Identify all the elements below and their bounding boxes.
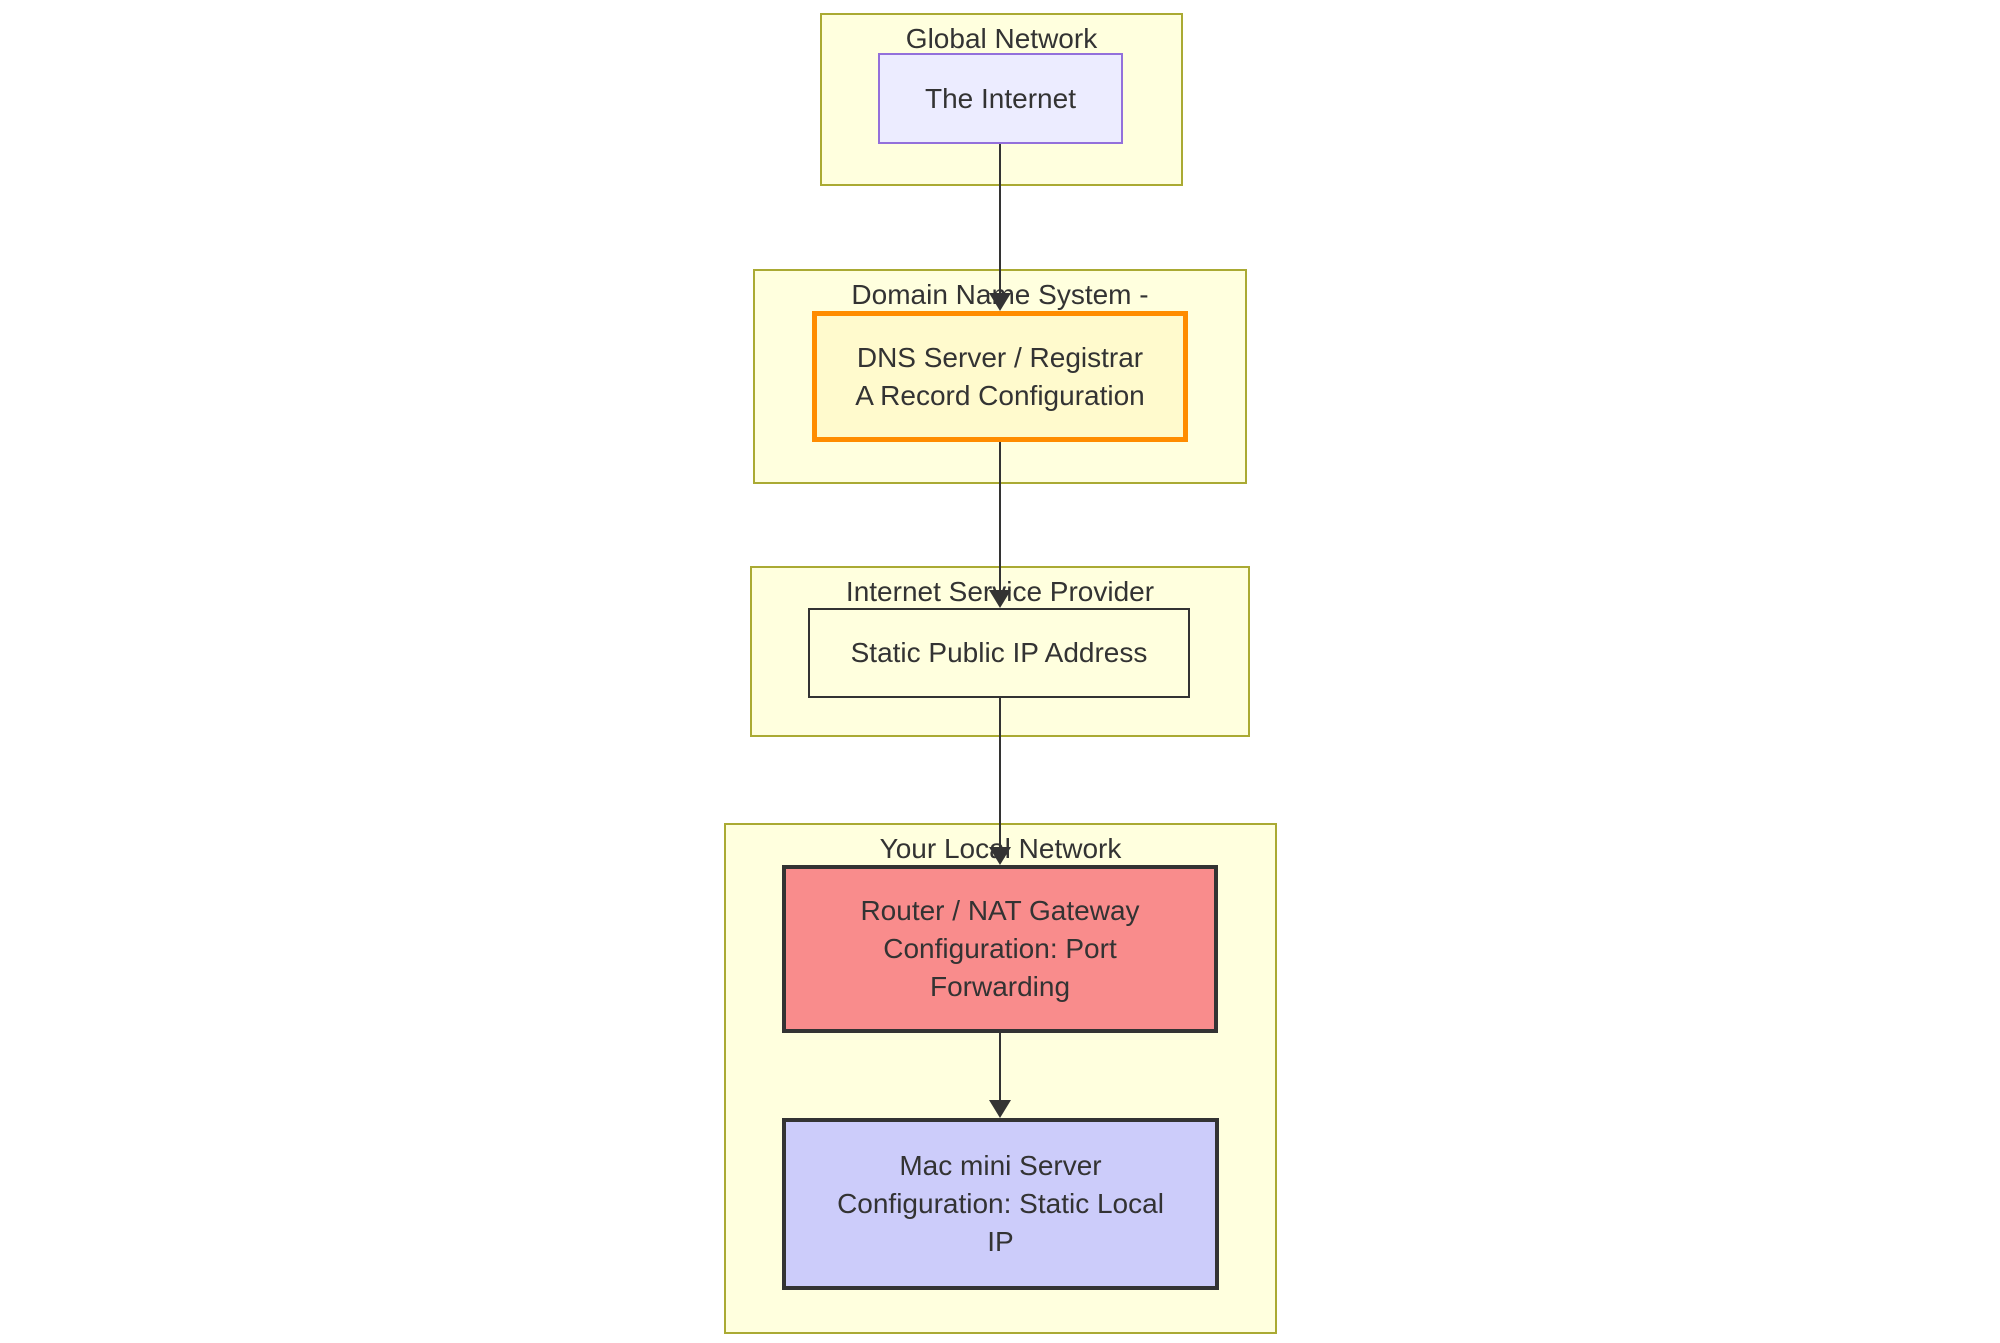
node-dns-server: DNS Server / Registrar A Record Configur… bbox=[812, 311, 1188, 442]
node-label-line: A Record Configuration bbox=[855, 379, 1145, 411]
edge-dns-to-static-ip bbox=[999, 442, 1001, 594]
node-label-line: Forwarding bbox=[929, 971, 1071, 1002]
node-router-nat-gateway: Router / NAT Gateway Configuration: Port… bbox=[782, 865, 1218, 1033]
edge-static-ip-to-router bbox=[999, 698, 1001, 851]
node-label-line: Mac mini Server bbox=[899, 1150, 1102, 1181]
arrowhead-icon bbox=[989, 1100, 1011, 1118]
edge-router-to-mac-mini bbox=[999, 1033, 1001, 1104]
group-title-global-network: Global Network bbox=[905, 23, 1098, 54]
arrowhead-icon bbox=[989, 847, 1011, 865]
arrowhead-icon bbox=[989, 293, 1011, 311]
node-static-public-ip: Static Public IP Address bbox=[808, 608, 1190, 698]
node-label-line: Static Public IP Address bbox=[850, 637, 1148, 668]
node-internet: The Internet bbox=[878, 53, 1123, 144]
arrowhead-icon bbox=[989, 590, 1011, 608]
node-label-line: Router / NAT Gateway bbox=[860, 895, 1140, 926]
node-mac-mini-server: Mac mini Server Configuration: Static Lo… bbox=[782, 1118, 1219, 1290]
node-label-line: The Internet bbox=[925, 82, 1076, 114]
node-label-line: IP bbox=[987, 1226, 1014, 1257]
edge-internet-to-dns bbox=[999, 144, 1001, 297]
node-label-line: DNS Server / Registrar bbox=[856, 341, 1144, 373]
node-label-line: Configuration: Port bbox=[883, 933, 1117, 964]
node-label-line: Configuration: Static Local bbox=[837, 1188, 1164, 1219]
